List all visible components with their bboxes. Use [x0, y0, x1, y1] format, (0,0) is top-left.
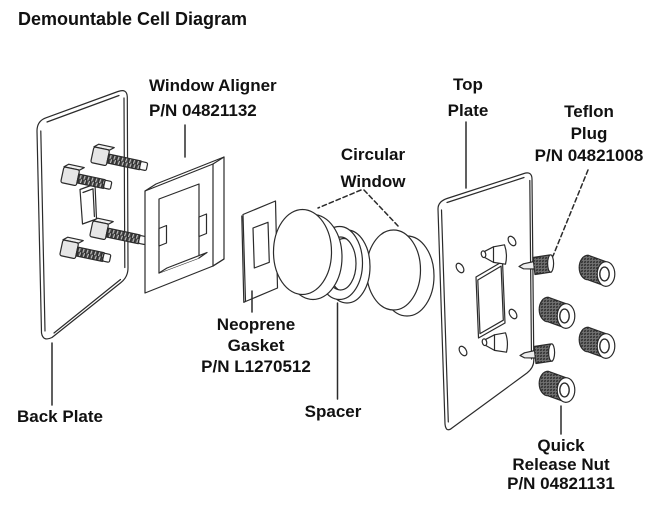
- teflon-plug-mounted-top: [480, 244, 508, 265]
- circular-window-leader-line-right: [363, 189, 400, 228]
- neoprene-gasket-label: Neoprene Gasket P/N L1270512: [201, 315, 311, 376]
- neoprene-gasket-label-pn: P/N L1270512: [201, 357, 311, 376]
- window-aligner-label-pn: P/N 04821132: [149, 101, 257, 120]
- circular-window-label: Circular Window: [340, 145, 406, 191]
- top-plate-label: Top Plate: [447, 75, 489, 120]
- diagram-title: Demountable Cell Diagram: [18, 9, 248, 29]
- circular-window-leader-line-left: [317, 189, 362, 209]
- teflon-plug-loose-top: [518, 254, 555, 276]
- window-aligner-label-name: Window Aligner: [149, 76, 277, 95]
- teflon-plug-loose-bottom: [519, 343, 556, 365]
- circular-window-rear: [365, 229, 435, 317]
- back-plate-part: [36, 90, 129, 340]
- quick-release-nut-label: Quick Release Nut P/N 04821131: [507, 436, 615, 493]
- spacer-label: Spacer: [304, 402, 362, 421]
- quick-release-nut-1: [578, 254, 616, 287]
- bolt-stud-1: [90, 143, 149, 172]
- teflon-plug-leader-line: [552, 169, 589, 257]
- teflon-plug-label: Teflon Plug P/N 04821008: [534, 102, 644, 165]
- bolt-stud-4: [59, 236, 112, 263]
- window-aligner-part: [144, 156, 225, 294]
- circular-window-front: [272, 208, 343, 301]
- back-plate-label: Back Plate: [17, 407, 103, 426]
- bolt-stud-2: [60, 163, 113, 190]
- quick-release-nut-label-pn: P/N 04821131: [507, 474, 615, 493]
- teflon-plug-label-pn: P/N 04821008: [534, 146, 644, 165]
- quick-release-nut-3: [578, 326, 616, 359]
- quick-release-nut-4: [538, 370, 576, 403]
- top-plate-part: [437, 172, 535, 431]
- teflon-plug-mounted-bottom: [481, 332, 509, 353]
- quick-release-nut-2: [538, 296, 576, 329]
- neoprene-gasket-part: [241, 200, 279, 303]
- window-aligner-label: Window Aligner P/N 04821132: [149, 73, 277, 123]
- leader-lines: [51, 121, 589, 435]
